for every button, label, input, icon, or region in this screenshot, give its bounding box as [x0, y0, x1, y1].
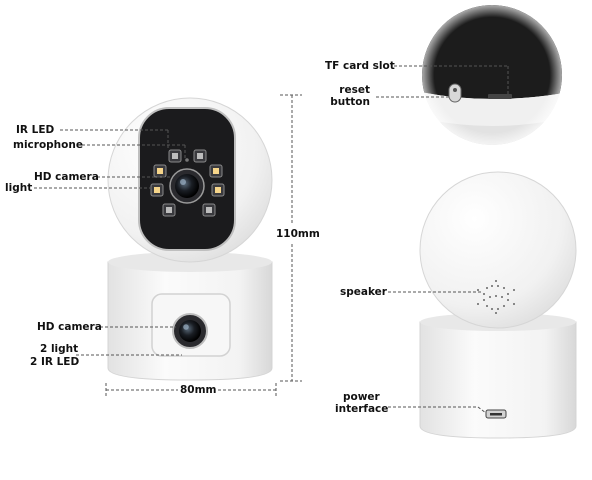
- label-hd-camera-top: HD camera: [34, 171, 99, 183]
- label-reset-button: reset button: [318, 84, 370, 108]
- label-light: light: [5, 182, 33, 194]
- label-two-ir-led: 2 IR LED: [30, 356, 80, 368]
- label-power-line1: power: [343, 391, 380, 403]
- label-reset-line2: button: [330, 96, 370, 108]
- speaker-grille: [477, 280, 515, 314]
- label-power-interface: power interface: [335, 391, 388, 415]
- label-hd-camera-bottom: HD camera: [37, 321, 102, 333]
- label-two-light: 2 light: [40, 343, 79, 355]
- label-tf-card-slot: TF card slot: [325, 60, 395, 72]
- label-microphone: microphone: [13, 139, 83, 151]
- label-speaker: speaker: [340, 286, 387, 298]
- dimension-height: 110mm: [276, 228, 320, 240]
- microphone-hole: [185, 158, 189, 162]
- front-camera: [107, 97, 273, 381]
- label-power-line2: interface: [335, 403, 389, 415]
- rear-camera: [419, 171, 577, 439]
- label-ir-led: IR LED: [16, 124, 55, 136]
- dimension-width: 80mm: [180, 384, 217, 396]
- front-leader-lines: [34, 94, 302, 397]
- led-array: [150, 149, 225, 217]
- label-reset-line1: reset: [339, 84, 370, 96]
- rear-leader-lines: [376, 65, 509, 414]
- rear-inset: [422, 5, 562, 145]
